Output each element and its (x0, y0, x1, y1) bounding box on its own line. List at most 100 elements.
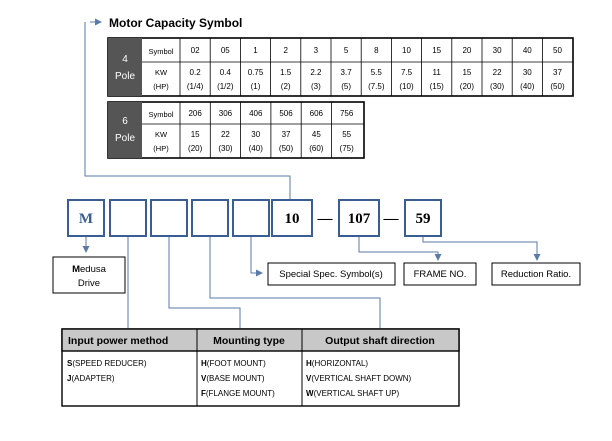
special-spec-label: Special Spec. Symbol(s) (279, 269, 382, 280)
hp-cell: (50) (279, 144, 294, 153)
hp-cell: (7.5) (368, 82, 385, 91)
hp-cell: (60) (309, 144, 324, 153)
code-ratio-value: 59 (416, 211, 431, 227)
special-spec-box (267, 262, 396, 286)
frame-no-label: FRAME NO. (414, 269, 467, 280)
kw-cell: 0.4 (220, 68, 232, 77)
symbol-cell: 1 (253, 46, 258, 55)
code-box-special (232, 199, 270, 237)
pole6-cell (108, 102, 142, 158)
symbol-cell: 206 (188, 109, 202, 118)
symbol-cell: 30 (493, 46, 502, 55)
kw-cell: 30 (523, 68, 532, 77)
hp-cell: (1/4) (187, 82, 204, 91)
pole6-kw-label: KW (155, 130, 168, 139)
kw-cell: 2.2 (310, 68, 322, 77)
pole6-symbol-label: Symbol (148, 110, 173, 119)
pole6-table: 6 Pole Symbol KW (HP) 206 15 (20) 306 22 (30)… (107, 101, 365, 159)
medusa-drive-box (52, 256, 126, 294)
kw-cell: 22 (493, 68, 502, 77)
input-power-option: S(SPEED REDUCER) (67, 359, 147, 368)
hp-cell: (20) (188, 144, 203, 153)
hp-cell: (1/2) (217, 82, 234, 91)
symbol-cell: 50 (553, 46, 562, 55)
mounting-type-option: F(FLANGE MOUNT) (201, 389, 275, 398)
input-power-option: J(ADAPTER) (67, 374, 115, 383)
pole4-hp-label: (HP) (153, 82, 169, 91)
mounting-type-option: H(FOOT MOUNT) (201, 359, 266, 368)
code-frame-value: 107 (348, 211, 371, 227)
symbol-cell: 306 (219, 109, 233, 118)
options-table: Input power method Mounting type Output … (61, 328, 460, 407)
kw-cell: 7.5 (401, 68, 413, 77)
hp-cell: (15) (430, 82, 445, 91)
hp-cell: (20) (460, 82, 475, 91)
symbol-cell: 40 (523, 46, 532, 55)
code-box-ratio (404, 199, 442, 237)
hp-cell: (40) (520, 82, 535, 91)
code-series-letter: M (79, 211, 93, 227)
drive-label: Drive (78, 278, 100, 289)
symbol-cell: 10 (402, 46, 411, 55)
hp-cell: (5) (341, 82, 351, 91)
kw-cell: 5.5 (371, 68, 383, 77)
kw-cell: 55 (342, 130, 351, 139)
output-shaft-option: H(HORIZONTAL) (306, 359, 368, 368)
hp-cell: (3) (311, 82, 321, 91)
title-connector-line (84, 22, 291, 199)
code-boxes: M 10 — 107 — 59 (67, 199, 442, 237)
code-box-series (67, 199, 105, 237)
symbol-cell: 02 (191, 46, 200, 55)
hp-cell: (30) (218, 144, 233, 153)
symbol-cell: 05 (221, 46, 230, 55)
kw-cell: 0.2 (190, 68, 202, 77)
code-box-input (109, 199, 147, 237)
kw-cell: 30 (251, 130, 260, 139)
mounting-type-option: V(BASE MOUNT) (201, 374, 265, 383)
mounting-type-header: Mounting type (213, 335, 285, 347)
hp-cell: (75) (340, 144, 355, 153)
symbol-cell: 2 (283, 46, 288, 55)
reduction-ratio-box (491, 262, 581, 286)
kw-cell: 45 (312, 130, 321, 139)
connector-lines (82, 237, 541, 328)
symbol-cell: 506 (279, 109, 293, 118)
input-power-header: Input power method (68, 335, 168, 347)
reduction-ratio-label: Reduction Ratio. (501, 269, 571, 280)
code-box-mount (150, 199, 188, 237)
symbol-cell: 20 (462, 46, 471, 55)
code-dash-1: — (317, 211, 334, 227)
kw-cell: 3.7 (341, 68, 353, 77)
pole4-cell (108, 38, 142, 96)
pole6-number: 6 (122, 116, 128, 127)
pole6-hp-label: (HP) (153, 144, 169, 153)
hp-cell: (30) (490, 82, 505, 91)
kw-cell: 11 (433, 68, 442, 77)
medusa-label: Medusa (72, 264, 107, 275)
output-shaft-option: W(VERTICAL SHAFT UP) (306, 389, 400, 398)
kw-cell: 22 (221, 130, 230, 139)
hp-cell: (2) (281, 82, 291, 91)
pole4-label: Pole (115, 71, 135, 82)
kw-cell: 15 (191, 130, 200, 139)
hp-cell: (50) (550, 82, 565, 91)
hp-cell: (40) (249, 144, 264, 153)
code-box-frame (338, 199, 380, 237)
diagram-title: Motor Capacity Symbol (109, 16, 242, 30)
code-dash-2: — (383, 211, 400, 227)
output-shaft-option: V(VERTICAL SHAFT DOWN) (306, 374, 412, 383)
kw-cell: 0.75 (248, 68, 264, 77)
output-shaft-header: Output shaft direction (325, 335, 435, 347)
kw-cell: 15 (462, 68, 471, 77)
code-box-shaft (191, 199, 229, 237)
pole4-kw-label: KW (155, 68, 168, 77)
symbol-cell: 756 (340, 109, 354, 118)
symbol-cell: 5 (344, 46, 349, 55)
symbol-cell: 606 (310, 109, 324, 118)
symbol-cell: 15 (432, 46, 441, 55)
symbol-cell: 406 (249, 109, 263, 118)
options-header-row (61, 328, 460, 352)
pole6-label: Pole (115, 133, 135, 144)
symbol-cell: 8 (374, 46, 379, 55)
